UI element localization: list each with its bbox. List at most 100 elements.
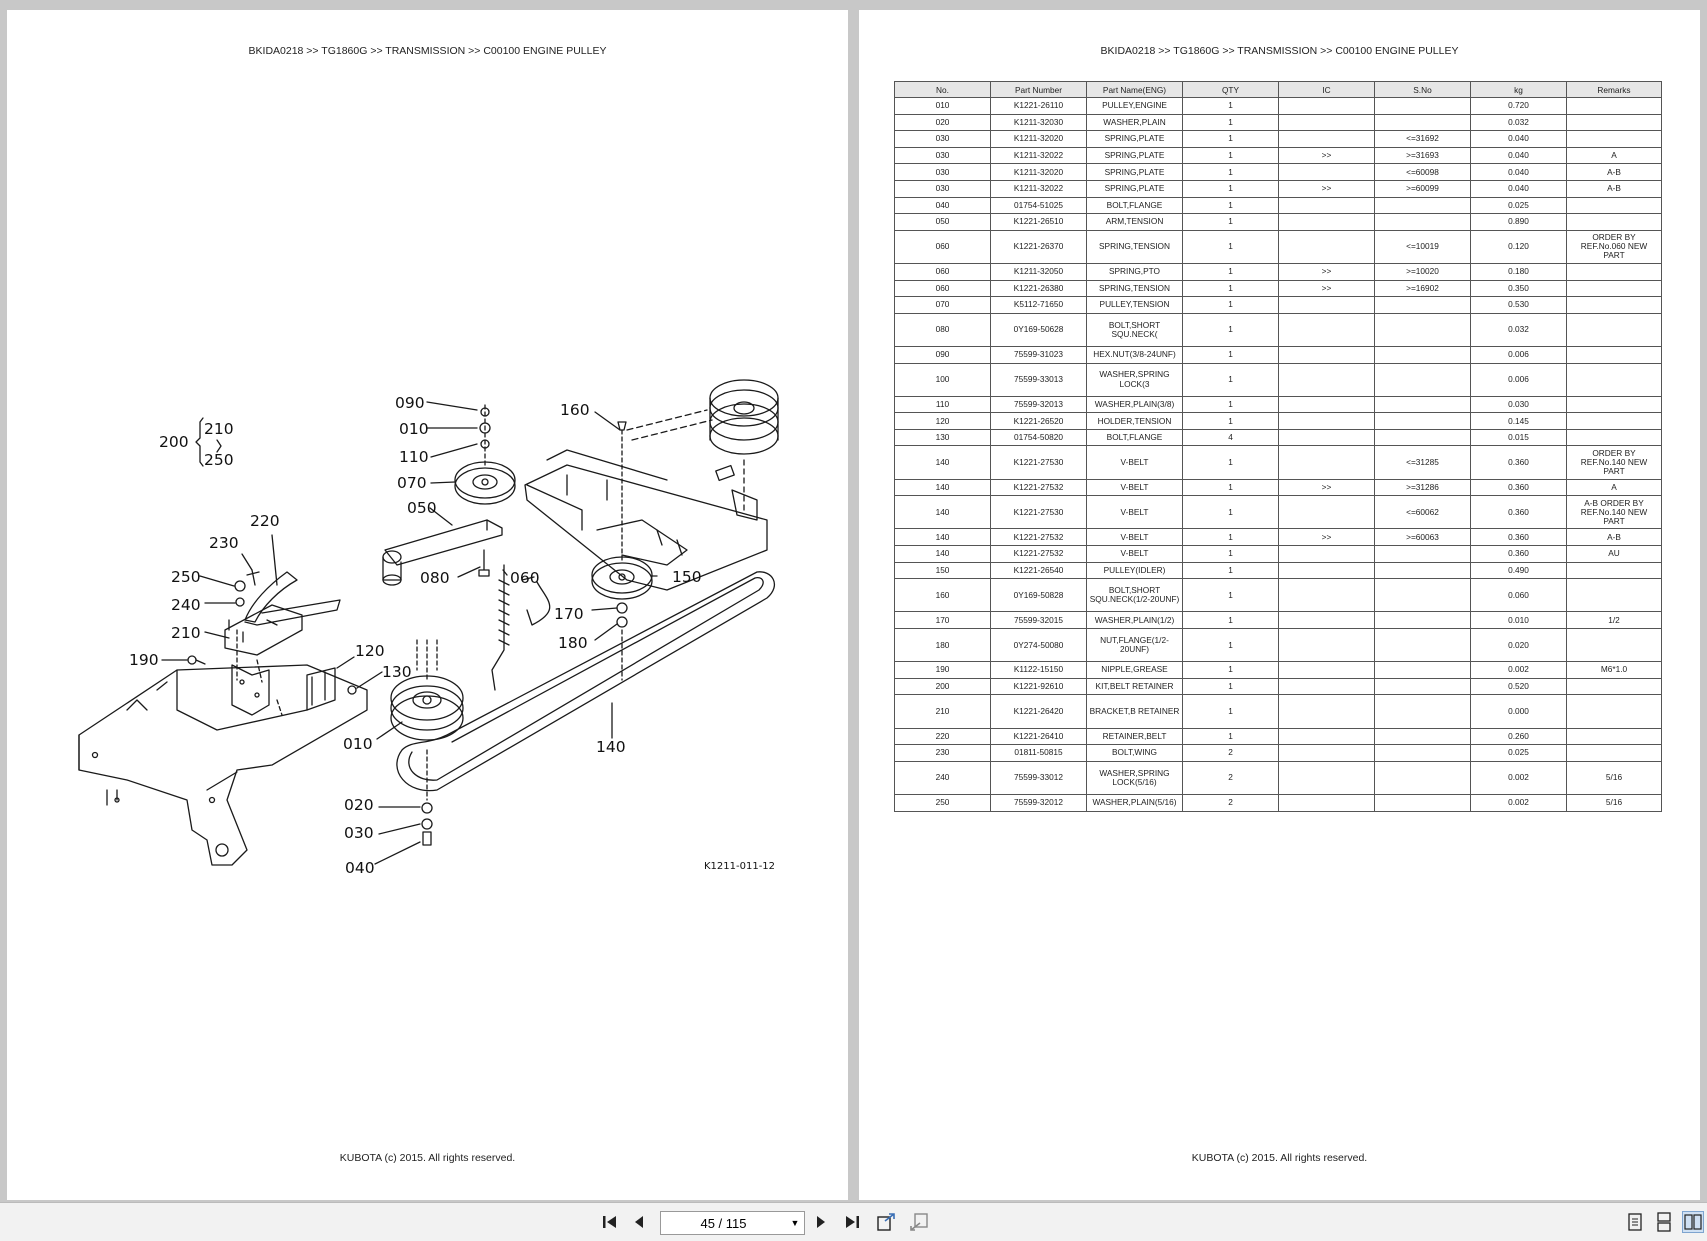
table-cell	[1566, 428, 1662, 447]
table-cell: 1	[1182, 345, 1279, 364]
table-cell: SPRING,TENSION	[1086, 229, 1183, 264]
figure-id: K1211-011-12	[704, 861, 775, 872]
table-cell: 0.006	[1470, 362, 1567, 397]
table-cell	[1374, 661, 1471, 679]
table-cell	[1374, 578, 1471, 613]
table-cell: 1	[1182, 528, 1279, 547]
table-cell: >=60063	[1374, 528, 1471, 547]
table-cell	[1278, 677, 1375, 696]
column-header: IC	[1278, 81, 1375, 98]
last-page-icon[interactable]	[841, 1211, 863, 1233]
table-cell: 030	[894, 163, 991, 181]
table-cell: A-B	[1566, 179, 1662, 198]
table-cell	[1278, 229, 1375, 264]
table-cell: 0.010	[1470, 611, 1567, 629]
column-header: Part Name(ENG)	[1086, 81, 1183, 98]
table-cell: >>	[1278, 146, 1375, 165]
table-cell: >=10020	[1374, 262, 1471, 281]
two-page-view-icon[interactable]	[1682, 1211, 1704, 1233]
table-cell: 240	[894, 760, 991, 795]
next-page-icon[interactable]	[810, 1211, 832, 1233]
table-cell: 1	[1182, 296, 1279, 314]
callout-label: 190	[129, 651, 159, 669]
table-cell: A	[1566, 478, 1662, 497]
table-cell	[1278, 545, 1375, 563]
table-cell: >>	[1278, 478, 1375, 497]
table-cell: K1221-26510	[990, 213, 1087, 231]
table-cell	[1566, 727, 1662, 746]
import-icon[interactable]	[908, 1211, 930, 1233]
table-cell: 140	[894, 495, 991, 530]
table-cell: 1	[1182, 445, 1279, 480]
single-page-view-icon[interactable]	[1624, 1211, 1646, 1233]
table-cell	[1374, 345, 1471, 364]
table-cell: K1221-26410	[990, 727, 1087, 746]
page-footer-copyright: KUBOTA (c) 2015. All rights reserved.	[339, 1152, 516, 1164]
table-cell: 0.030	[1470, 395, 1567, 414]
table-cell: 0.360	[1470, 495, 1567, 530]
export-icon[interactable]	[875, 1211, 897, 1233]
callout-label: 110	[399, 448, 429, 466]
page-number-select[interactable]: 45 / 115 ▼	[660, 1211, 805, 1235]
callout-label: 240	[171, 596, 201, 614]
table-cell: 1	[1182, 113, 1279, 132]
callout-group-from: 210	[204, 420, 234, 438]
table-cell	[1278, 627, 1375, 663]
table-cell	[1278, 727, 1375, 746]
table-cell: 0.520	[1470, 677, 1567, 696]
table-cell: 180	[894, 627, 991, 663]
table-cell: BOLT,WING	[1086, 744, 1183, 762]
table-cell: 1	[1182, 412, 1279, 430]
first-page-icon[interactable]	[599, 1211, 621, 1233]
callout-label: 070	[397, 474, 427, 492]
continuous-view-icon[interactable]	[1653, 1211, 1675, 1233]
table-cell: ORDER BY REF.No.060 NEW PART	[1566, 229, 1662, 264]
table-cell: 110	[894, 395, 991, 414]
table-cell	[1374, 744, 1471, 762]
table-cell: 5/16	[1566, 793, 1662, 812]
table-cell: SPRING,PLATE	[1086, 179, 1183, 198]
table-cell: HEX.NUT(3/8-24UNF)	[1086, 345, 1183, 364]
table-cell	[1374, 694, 1471, 729]
callout-label: 020	[344, 796, 374, 814]
table-cell: K1211-32020	[990, 163, 1087, 181]
right-page: BKIDA0218 >> TG1860G >> TRANSMISSION >> …	[859, 10, 1700, 1200]
table-cell: 01754-50820	[990, 428, 1087, 447]
left-page: BKIDA0218 >> TG1860G >> TRANSMISSION >> …	[7, 10, 848, 1200]
table-cell: V-BELT	[1086, 445, 1183, 480]
table-cell	[1278, 345, 1375, 364]
table-cell: 0.360	[1470, 545, 1567, 563]
table-cell: WASHER,PLAIN	[1086, 113, 1183, 132]
previous-page-icon[interactable]	[628, 1211, 650, 1233]
table-cell: 160	[894, 578, 991, 613]
table-cell: 0.530	[1470, 296, 1567, 314]
table-cell	[1278, 130, 1375, 148]
table-cell: 0.490	[1470, 561, 1567, 580]
table-cell	[1374, 412, 1471, 430]
table-cell: >>	[1278, 262, 1375, 281]
table-cell: <=31692	[1374, 130, 1471, 148]
table-cell: <=60098	[1374, 163, 1471, 181]
engine-pulley-drawing	[390, 639, 464, 846]
table-cell	[1278, 395, 1375, 414]
table-cell: 75599-32012	[990, 793, 1087, 812]
table-cell: 1	[1182, 727, 1279, 746]
table-cell	[1278, 694, 1375, 729]
table-cell: BRACKET,B RETAINER	[1086, 694, 1183, 729]
callout-label: 120	[355, 642, 385, 660]
callout-label: 040	[345, 859, 375, 877]
column-header: QTY	[1182, 81, 1279, 98]
table-cell: A	[1566, 146, 1662, 165]
table-cell: HOLDER,TENSION	[1086, 412, 1183, 430]
table-cell: 1	[1182, 229, 1279, 264]
